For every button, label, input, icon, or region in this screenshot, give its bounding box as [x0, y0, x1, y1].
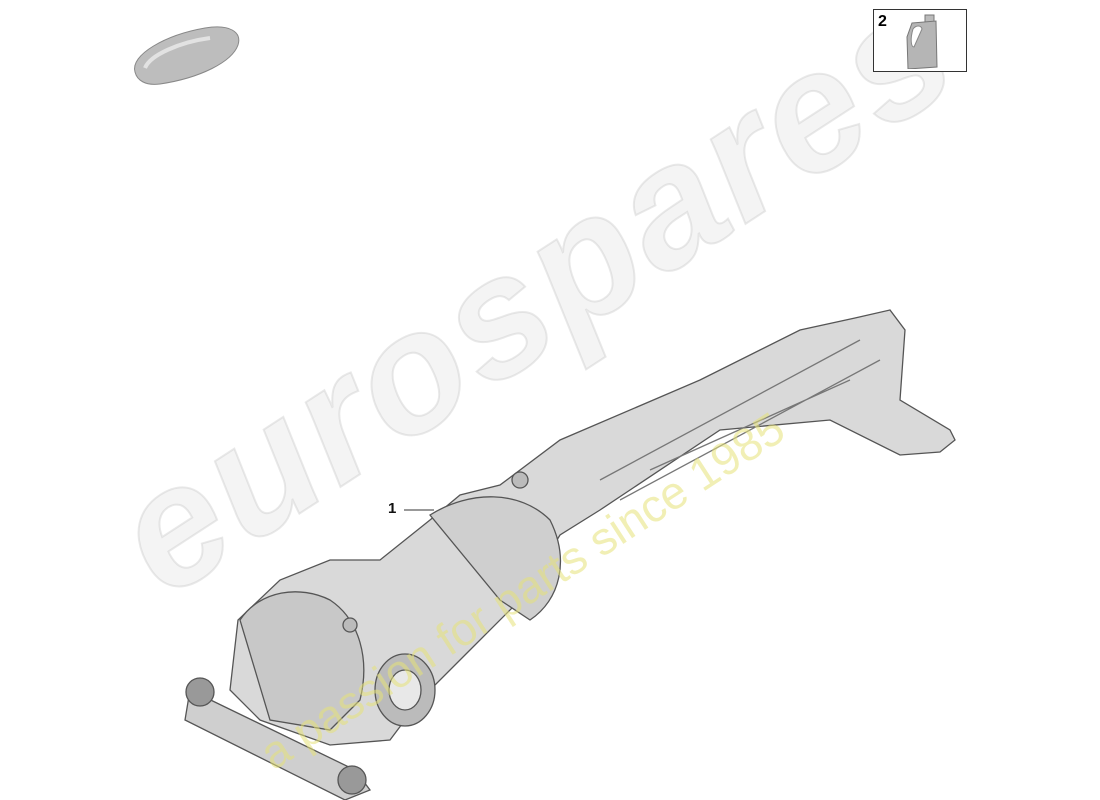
callout-2: 2 [878, 13, 887, 30]
transmission-assembly [184, 309, 956, 800]
callout-1[interactable]: 1 [388, 500, 397, 517]
part-2-box[interactable]: 2 [873, 9, 967, 72]
oil-canister-icon [906, 14, 938, 69]
car-silhouette-icon [134, 26, 240, 85]
